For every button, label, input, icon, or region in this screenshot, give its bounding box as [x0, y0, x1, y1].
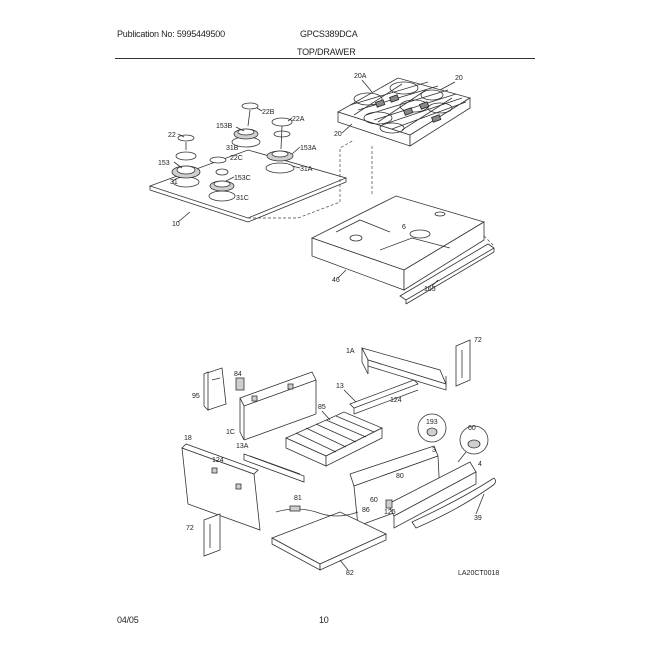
callout-80: 80 — [396, 473, 404, 480]
lower-bracket — [203, 513, 221, 557]
callout-31A: 31A — [300, 166, 313, 173]
callout-125: 125 — [384, 509, 396, 516]
upper-bracket — [455, 339, 471, 387]
header-rule — [115, 58, 535, 59]
callout-153C: 153C — [234, 175, 251, 182]
publication-number: Publication No: 5995449500 — [117, 29, 225, 39]
callout-1C: 1C — [226, 429, 235, 436]
callout-10: 10 — [172, 221, 180, 228]
callout-22: 22 — [168, 132, 176, 139]
callout-153A: 153A — [300, 145, 317, 152]
callout-6: 6 — [402, 224, 406, 231]
callout-4: 4 — [478, 461, 482, 468]
callout-153B: 153B — [216, 123, 233, 130]
model-number: GPCS389DCA — [300, 29, 358, 39]
lower-rail-13A — [243, 453, 305, 483]
side-panel-1C — [239, 371, 317, 441]
burner-grates — [337, 77, 471, 147]
part-84-clip — [235, 377, 245, 391]
callout-18: 18 — [184, 435, 192, 442]
callout-31: 31 — [170, 179, 178, 186]
drawer-body — [349, 445, 441, 527]
part-95-block — [203, 367, 227, 411]
callout-20-left: 20 — [334, 131, 342, 138]
footer-date: 04/05 — [117, 615, 139, 625]
igniter-wire — [275, 508, 359, 517]
callout-193: 193 — [426, 419, 438, 426]
drawer-front — [387, 461, 496, 529]
callout-22C: 22C — [230, 155, 243, 162]
callout-84: 84 — [234, 371, 242, 378]
callout-86: 86 — [362, 507, 370, 514]
callout-31C: 31C — [236, 195, 249, 202]
upper-back-panel — [361, 347, 447, 391]
callout-3: 3 — [432, 447, 436, 454]
callout-39: 39 — [474, 515, 482, 522]
callout-20-right: 20 — [455, 75, 463, 82]
callout-95: 95 — [192, 393, 200, 400]
callout-13A: 13A — [236, 443, 249, 450]
callout-31B: 31B — [226, 145, 239, 152]
section-title: TOP/DRAWER — [297, 47, 356, 57]
callout-85: 85 — [318, 404, 326, 411]
callout-124-top: 124 — [390, 397, 402, 404]
callout-60-circle: 60 — [468, 425, 476, 432]
callout-124-left: 124 — [212, 457, 224, 464]
oven-burner-85 — [285, 411, 383, 467]
burner-left-front — [171, 134, 201, 188]
callout-81: 81 — [294, 495, 302, 502]
callout-60: 60 — [370, 497, 378, 504]
front-rail — [399, 243, 495, 305]
callout-20A: 20A — [354, 73, 367, 80]
callout-22B: 22B — [262, 109, 275, 116]
side-panel-18 — [181, 443, 261, 531]
callout-153: 153 — [158, 160, 170, 167]
callout-165: 165 — [424, 286, 436, 293]
callout-1A: 1A — [346, 348, 355, 355]
drawer-bottom — [271, 511, 387, 571]
callout-72-bottom: 72 — [186, 525, 194, 532]
callout-72-top: 72 — [474, 337, 482, 344]
diagram-code: LA20CT0018 — [458, 570, 499, 577]
footer-page-number: 10 — [319, 615, 329, 625]
upper-rail-124 — [349, 379, 419, 415]
callout-22A: 22A — [292, 116, 305, 123]
part-60-clip — [385, 499, 393, 509]
burner-right-front — [208, 168, 236, 202]
callout-13: 13 — [336, 383, 344, 390]
burner-left-rear — [209, 102, 261, 164]
callout-82: 82 — [346, 570, 354, 577]
callout-46: 46 — [332, 277, 340, 284]
burner-right-rear — [265, 117, 295, 174]
burner-box — [310, 195, 485, 291]
